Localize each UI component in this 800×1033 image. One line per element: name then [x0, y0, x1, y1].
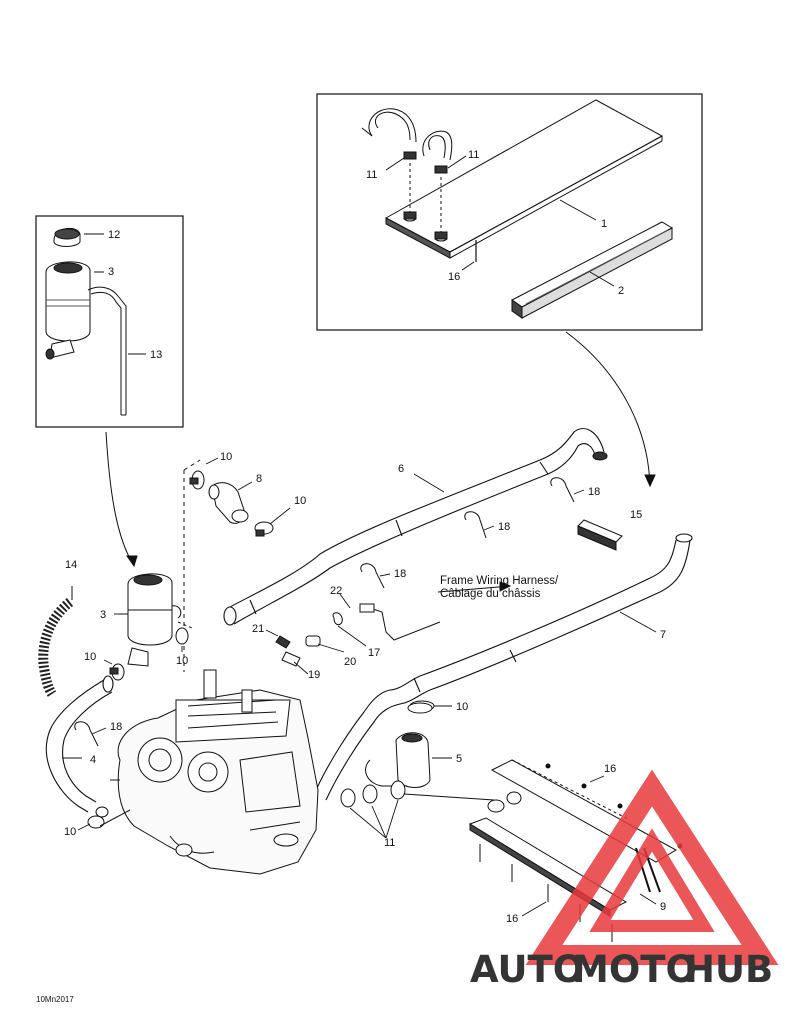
callout-18: 18 — [498, 521, 510, 533]
callout-22: 22 — [330, 585, 342, 597]
figure-id: 10Mn2017 — [36, 995, 74, 1004]
hose-6 — [223, 428, 608, 626]
harness-note: Frame Wiring Harness/ Câblage du châssis — [440, 575, 559, 600]
callout-16: 16 — [448, 271, 460, 283]
corrugated-hose-14 — [38, 586, 74, 697]
callout-20: 20 — [344, 656, 356, 668]
callout-7: 7 — [660, 629, 666, 641]
small-parts — [74, 470, 623, 829]
callout-8: 8 — [256, 473, 262, 485]
hose-4 — [45, 675, 114, 813]
reference-arrows — [105, 331, 656, 593]
callout-16: 16 — [604, 763, 616, 775]
callout-11: 11 — [384, 837, 395, 849]
inset-radiator-frame — [316, 93, 703, 331]
plate-fittings — [403, 151, 448, 242]
callout-21: 21 — [252, 623, 264, 635]
callout-18: 18 — [394, 568, 406, 580]
callout-6: 6 — [398, 463, 404, 475]
watermark-auto: AUTO — [470, 948, 584, 991]
callout-3: 3 — [108, 266, 114, 278]
radiator-rail — [511, 221, 674, 319]
inset-radiator — [316, 93, 703, 331]
callout-18: 18 — [588, 486, 600, 498]
watermark-logo: AUTO MOTO HUB — [470, 769, 779, 991]
callout-11: 11 — [468, 149, 479, 161]
inset-small-hoses — [361, 108, 453, 161]
hose-7 — [315, 533, 693, 801]
radiator-plate — [384, 99, 664, 259]
callout-19: 19 — [308, 669, 320, 681]
callout-10: 10 — [456, 701, 468, 713]
callout-10: 10 — [294, 495, 306, 507]
callout-4: 4 — [90, 754, 96, 766]
harness-note-line1: Frame Wiring Harness/ — [440, 575, 559, 587]
harness-note-line2: Câblage du châssis — [440, 588, 541, 600]
callout-5: 5 — [456, 753, 462, 765]
callout-15: 15 — [630, 509, 642, 521]
callout-1: 1 — [601, 218, 607, 230]
callout-10: 10 — [84, 651, 96, 663]
callout-2: 2 — [618, 285, 624, 297]
callout-17: 17 — [368, 647, 380, 659]
engine-block — [99, 669, 319, 875]
callout-10: 10 — [176, 655, 188, 667]
callout-9: 9 — [660, 901, 666, 913]
watermark-triangle-icon — [525, 769, 779, 965]
callout-10: 10 — [64, 826, 76, 838]
watermark-hub: HUB — [684, 948, 773, 991]
callout-14: 14 — [65, 559, 77, 571]
watermark-moto: MOTO — [572, 948, 697, 991]
inset-coolant-frame — [35, 215, 184, 428]
callout-16: 16 — [506, 913, 518, 925]
callout-18: 18 — [110, 721, 122, 733]
callout-13: 13 — [150, 349, 162, 361]
callout-12: 12 — [108, 229, 120, 241]
inset-coolant-tank — [35, 215, 184, 428]
callout-10: 10 — [220, 451, 232, 463]
callout-labels: 1 2 11 11 16 12 3 13 10 8 10 6 18 15 18 … — [64, 149, 666, 925]
main-coolant-tank — [118, 459, 201, 672]
leader-lines — [62, 457, 657, 917]
callout-11: 11 — [366, 169, 377, 181]
callout-3: 3 — [100, 609, 106, 621]
